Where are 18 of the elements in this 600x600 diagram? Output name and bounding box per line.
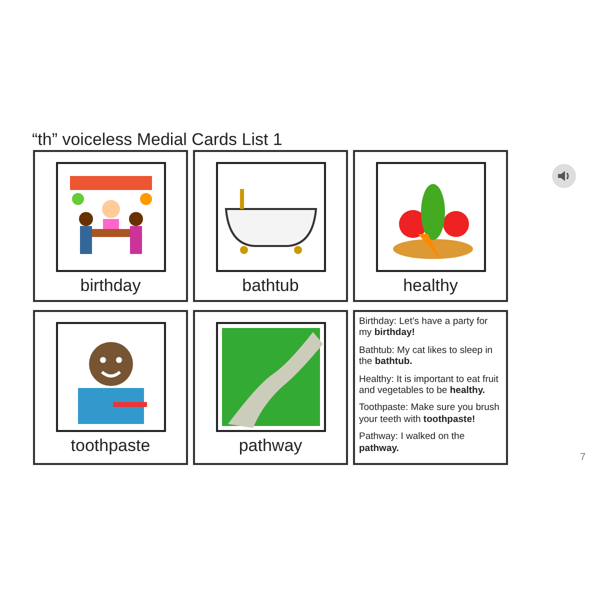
example-sentence: Toothpaste: Make sure you brush your teeth with toothpaste! xyxy=(359,402,500,426)
card xyxy=(193,310,348,465)
card xyxy=(353,150,508,302)
example-sentence: Bathtub: My cat likes to sleep in the bathtub. xyxy=(359,344,494,368)
page-number: 7 xyxy=(580,452,586,463)
card-word: bathtub xyxy=(241,276,300,296)
card xyxy=(33,310,188,465)
card xyxy=(193,150,348,302)
card-word: birthday xyxy=(79,276,142,296)
example-sentence: Birthday: Let’s have a party for my birthday! xyxy=(359,316,489,339)
card-word: healthy xyxy=(402,276,459,296)
card xyxy=(353,310,508,465)
card-word: pathway xyxy=(238,436,304,456)
example-sentence: Healthy: It is important to eat fruit and vegetables to be healthy. xyxy=(359,374,500,396)
card xyxy=(33,150,188,302)
card-word: toothpaste xyxy=(70,436,152,456)
page-title: “th” voiceless Medial Cards List 1 xyxy=(32,130,282,150)
example-sentence: Pathway: I walked on the pathway. xyxy=(359,431,466,454)
